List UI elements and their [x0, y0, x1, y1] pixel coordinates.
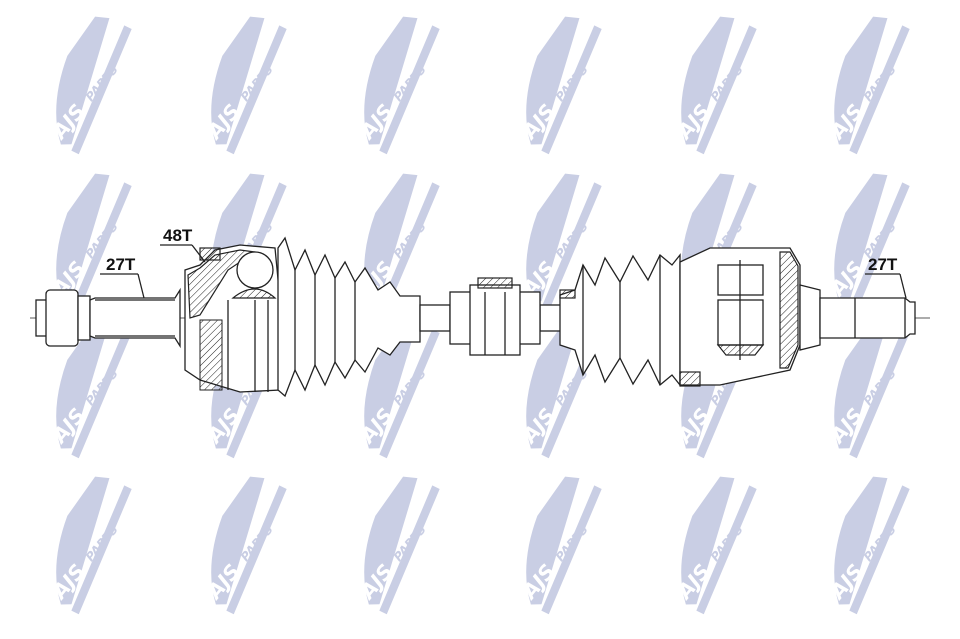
label-27t-left: 27T [106, 255, 136, 274]
leader-27t-right-arrow [899, 273, 907, 299]
outer-cv-joint [184, 244, 281, 393]
label-27t-right: 27T [868, 255, 898, 274]
label-48t: 48T [163, 226, 193, 245]
vibration-damper [449, 277, 541, 356]
leader-27t-left-arrow [137, 273, 145, 299]
inner-boot [559, 253, 681, 387]
leader-48t-arrow [191, 244, 206, 263]
left-stub-shaft [35, 287, 181, 349]
inner-tripod-joint [679, 247, 821, 387]
right-stub-shaft [819, 297, 916, 339]
outer-boot [277, 236, 421, 398]
intermediate-shaft [419, 304, 451, 332]
